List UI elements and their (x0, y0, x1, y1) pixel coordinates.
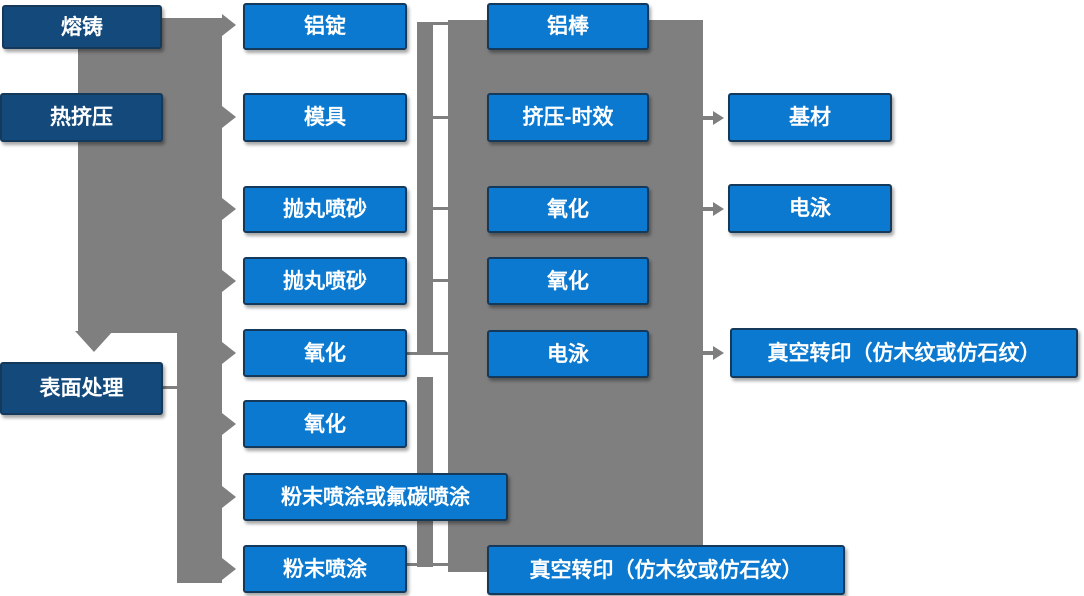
node-hot-extrusion-label: 热挤压 (50, 106, 113, 129)
node-melting-casting: 熔铸 (2, 5, 162, 49)
node-shot-blasting-1-label: 抛丸喷砂 (283, 198, 367, 221)
node-surface-treatment-label: 表面处理 (39, 377, 124, 400)
arrow-line-to-vacuum-transfer4 (703, 351, 714, 355)
stage1-lower-band (177, 330, 222, 583)
arrow-to-electrophoresis4-icon (713, 202, 724, 216)
node-aluminum-rod: 铝棒 (487, 3, 649, 50)
node-hot-extrusion: 热挤压 (0, 93, 163, 142)
node-vacuum-transfer3: 真空转印（仿木纹或仿石纹） (487, 545, 845, 595)
node-aluminum-ingot: 铝锭 (243, 3, 407, 50)
node-oxidation3-2-label: 氧化 (547, 269, 589, 293)
node-powder-or-fluorocarbon-coating: 粉末喷涂或氟碳喷涂 (243, 473, 508, 521)
node-powder-coating: 粉末喷涂 (243, 545, 407, 593)
node-melting-casting-label: 熔铸 (61, 15, 103, 39)
arrow-to-base-material-icon (713, 111, 724, 125)
node-mold: 模具 (243, 93, 407, 142)
node-electrophoresis4: 电泳 (728, 184, 892, 233)
node-electrophoresis3-label: 电泳 (547, 342, 589, 366)
arrow-to-shot-blasting-2-icon (222, 270, 236, 292)
node-oxidation3-2: 氧化 (487, 257, 649, 305)
arrow-to-oxidation-1-icon (222, 342, 236, 364)
middle-band-lower (417, 377, 433, 567)
arrow-to-powder-coating-icon (222, 558, 236, 580)
arrow-to-mold-icon (222, 106, 236, 128)
arrow-to-vacuum-transfer4-icon (713, 346, 724, 360)
tie-line-row5 (406, 352, 450, 355)
node-powder-or-fluorocarbon-coating-label: 粉末喷涂或氟碳喷涂 (281, 485, 470, 509)
node-oxidation2-1-label: 氧化 (304, 341, 346, 365)
node-oxidation3-1: 氧化 (487, 186, 649, 233)
tie-line-row1 (432, 22, 450, 25)
node-vacuum-transfer4: 真空转印（仿木纹或仿石纹） (730, 328, 1078, 378)
stage1-connector-block (78, 18, 222, 333)
surface-treatment-stub-line (161, 386, 178, 389)
arrow-to-powder-fluorocarbon-icon (222, 486, 236, 508)
node-aluminum-ingot-label: 铝锭 (304, 15, 346, 38)
node-electrophoresis4-label: 电泳 (789, 197, 831, 220)
node-electrophoresis3: 电泳 (487, 330, 649, 378)
tie-line-row8 (406, 563, 450, 566)
node-vacuum-transfer4-label: 真空转印（仿木纹或仿石纹） (767, 341, 1041, 365)
node-shot-blasting-2: 抛丸喷砂 (243, 257, 407, 305)
node-shot-blasting-1: 抛丸喷砂 (243, 186, 407, 233)
middle-band-upper (417, 22, 433, 352)
arrow-to-aluminum-ingot-icon (222, 14, 236, 36)
node-oxidation2-2: 氧化 (243, 400, 407, 448)
node-surface-treatment: 表面处理 (0, 362, 163, 415)
tie-line-row3 (432, 207, 450, 210)
node-extrusion-aging: 挤压-时效 (487, 93, 649, 142)
arrow-line-to-electrophoresis4 (703, 207, 714, 211)
arrow-to-oxidation-2-icon (222, 413, 236, 435)
node-oxidation2-1: 氧化 (243, 329, 407, 377)
node-oxidation2-2-label: 氧化 (304, 412, 346, 436)
arrow-to-shot-blasting-1-icon (222, 198, 236, 220)
node-shot-blasting-2-label: 抛丸喷砂 (283, 269, 367, 293)
arrow-down-to-surface-treatment-icon (75, 331, 113, 352)
node-powder-coating-label: 粉末喷涂 (283, 557, 367, 581)
node-base-material-label: 基材 (789, 106, 831, 129)
node-extrusion-aging-label: 挤压-时效 (522, 106, 614, 129)
arrow-line-to-base-material (703, 116, 714, 120)
node-base-material: 基材 (728, 93, 892, 142)
tie-line-row4 (432, 279, 450, 282)
node-mold-label: 模具 (304, 106, 346, 129)
node-aluminum-rod-label: 铝棒 (547, 15, 589, 38)
node-vacuum-transfer3-label: 真空转印（仿木纹或仿石纹） (529, 558, 803, 582)
node-oxidation3-1-label: 氧化 (547, 198, 589, 221)
tie-line-row2 (432, 116, 450, 119)
